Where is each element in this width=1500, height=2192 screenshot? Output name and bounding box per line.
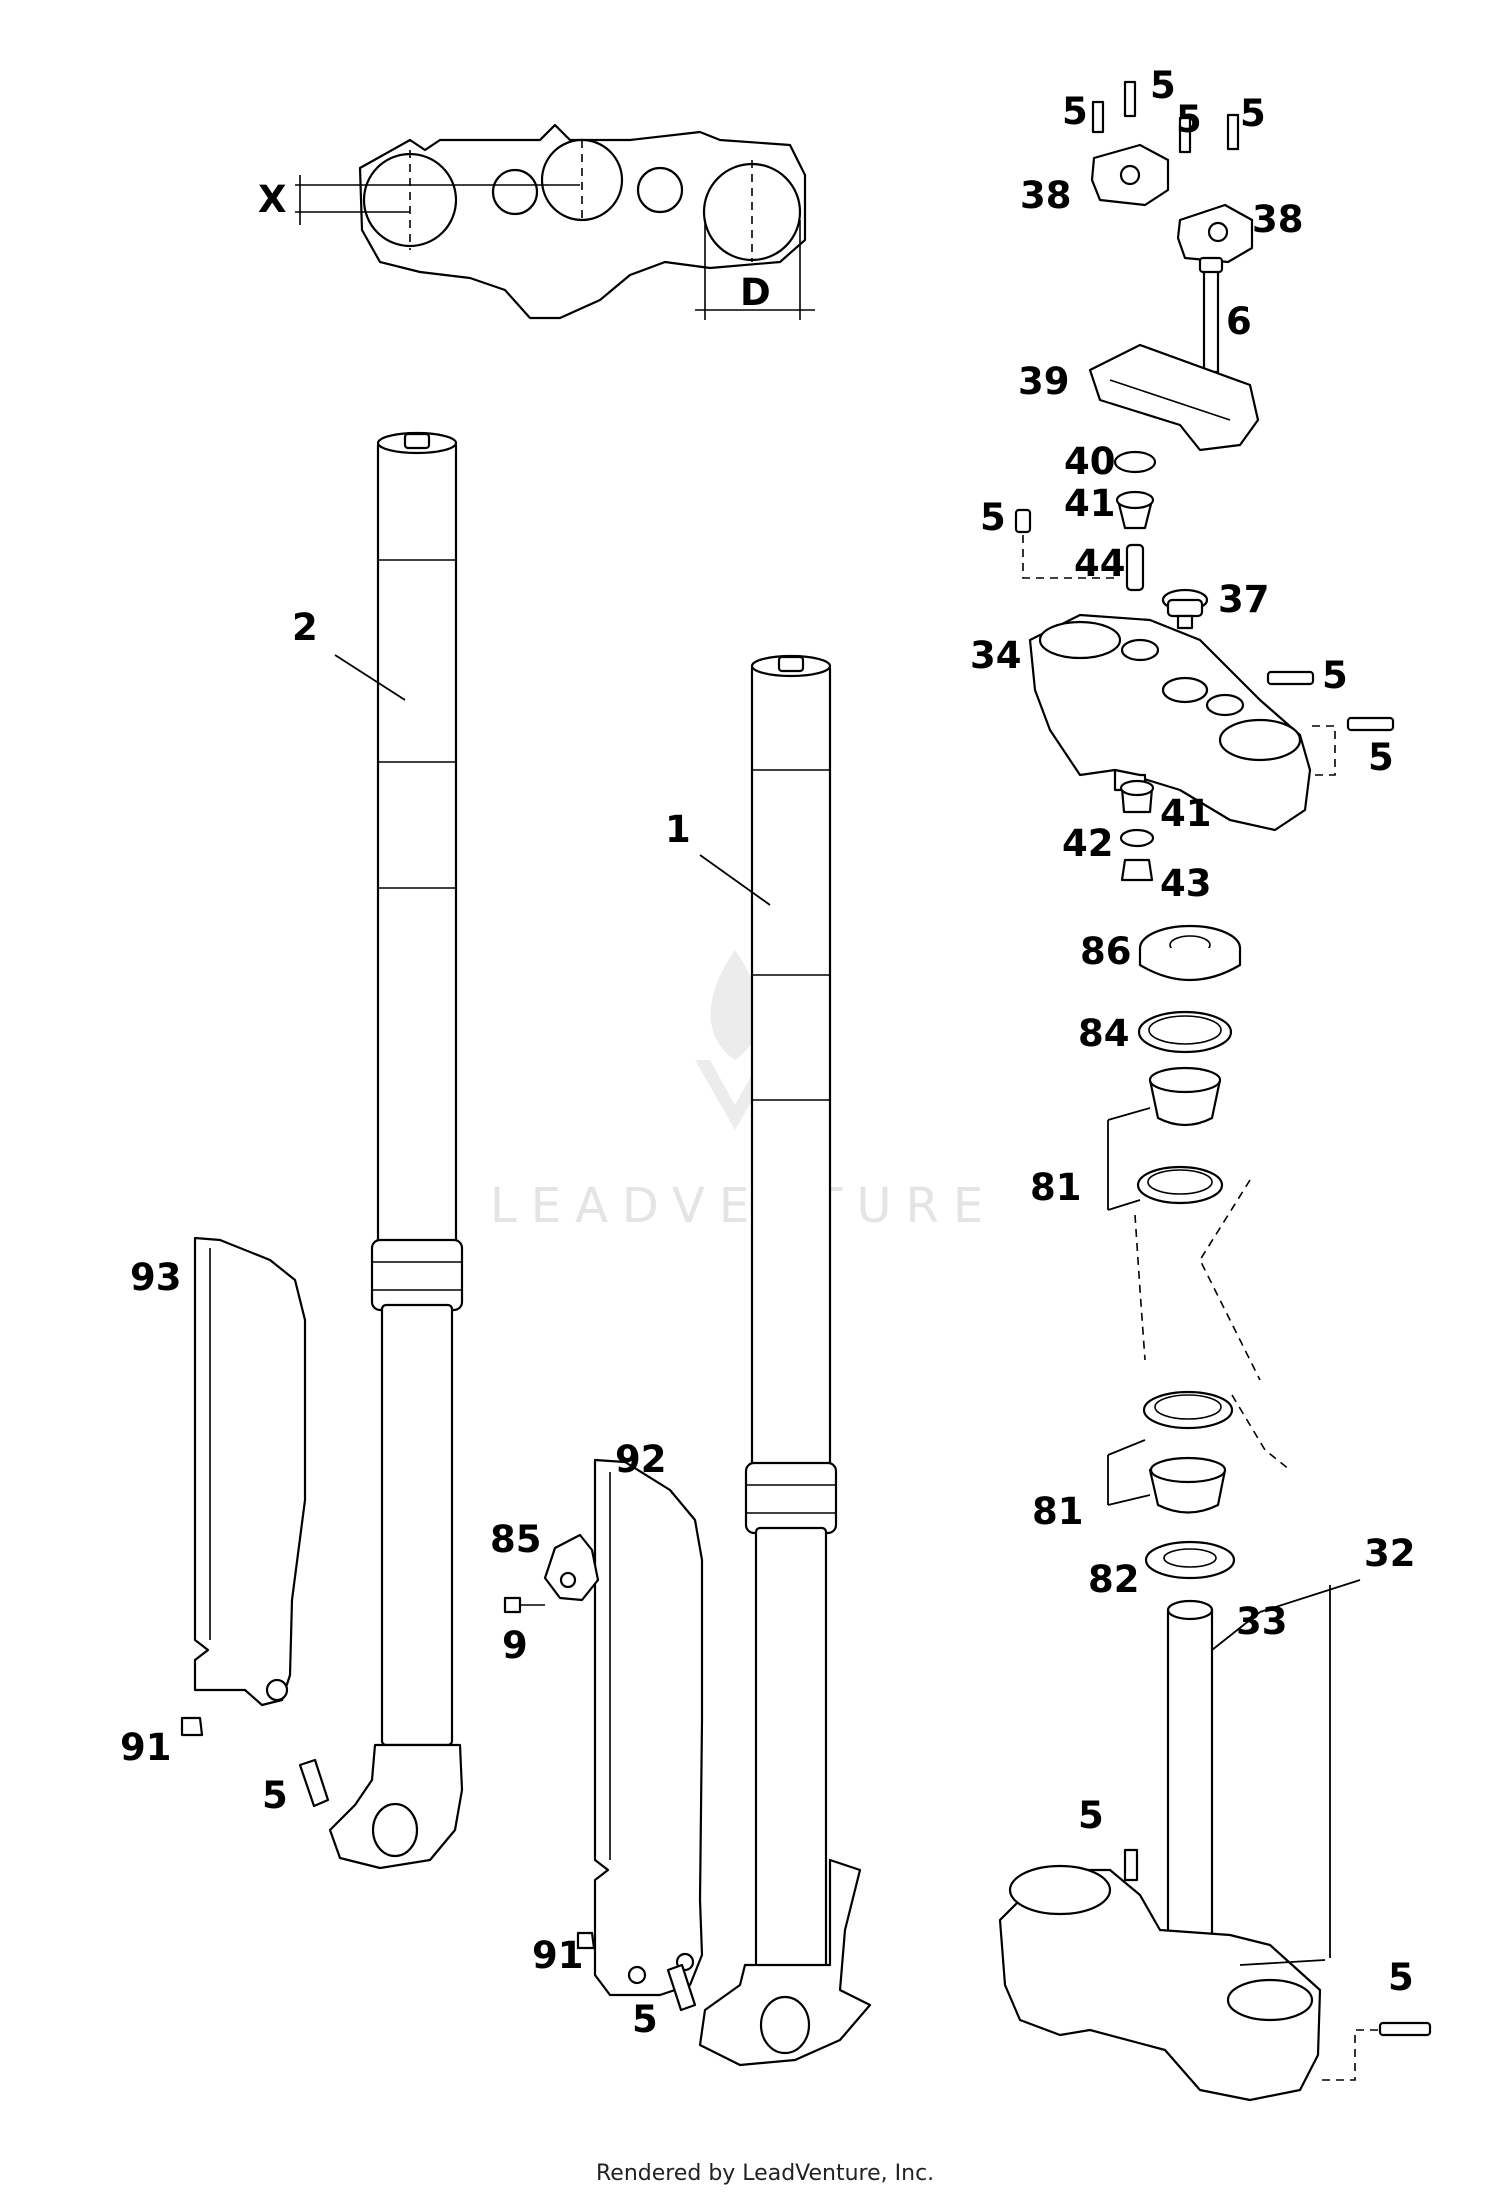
- callout-5: 5: [1150, 64, 1176, 107]
- callout-92: 92: [615, 1438, 667, 1481]
- plug-37: [1161, 588, 1209, 630]
- fork-guard-92: [593, 1458, 704, 1997]
- sleeve-44: [1125, 543, 1145, 592]
- callout-44: 44: [1074, 542, 1126, 585]
- callout-82: 82: [1088, 1558, 1140, 1601]
- steering-stem-33: [1166, 1599, 1214, 1947]
- callout-9: 9: [502, 1624, 528, 1667]
- dimension-d-label: D: [740, 271, 771, 314]
- callout-41: 41: [1064, 482, 1116, 525]
- fork-leg-2: [328, 431, 464, 1870]
- bearing-81-top: [1136, 1066, 1224, 1205]
- callout-43: 43: [1160, 862, 1212, 905]
- callout-84: 84: [1078, 1012, 1130, 1055]
- callout-91: 91: [532, 1934, 584, 1977]
- screws-left: [180, 1596, 697, 2012]
- handlebar-mount-39: [1088, 343, 1260, 452]
- callout-6: 6: [1226, 300, 1252, 343]
- bolt-6: [1198, 256, 1224, 374]
- nut-43: [1120, 858, 1154, 882]
- callout-32: 32: [1364, 1532, 1416, 1575]
- callout-5: 5: [1368, 736, 1394, 779]
- callout-5: 5: [1240, 92, 1266, 135]
- callout-39: 39: [1018, 360, 1070, 403]
- footer-credit: Rendered by LeadVenture, Inc.: [596, 2161, 934, 2186]
- callout-85: 85: [490, 1518, 542, 1561]
- callout-81: 81: [1032, 1490, 1084, 1533]
- callout-2: 2: [292, 606, 318, 649]
- callout-5: 5: [632, 1998, 658, 2041]
- callout-38: 38: [1020, 174, 1072, 217]
- callout-labels: 5 5 5 5 38 38 6 39 40 41 5 44 37 34 5 5 …: [120, 64, 1416, 2041]
- washer-40: [1113, 450, 1157, 474]
- callout-38: 38: [1252, 198, 1304, 241]
- fork-leg-1: [698, 654, 872, 2067]
- callout-42: 42: [1062, 822, 1114, 865]
- handlebar-clamps: [1090, 80, 1254, 264]
- callout-5: 5: [262, 1774, 288, 1817]
- callout-5: 5: [1062, 90, 1088, 133]
- callout-5: 5: [1322, 654, 1348, 697]
- callout-81: 81: [1030, 1166, 1082, 1209]
- clamp-dimension-view: X D: [258, 123, 815, 320]
- watermark: LEADVENTURE: [490, 950, 997, 1234]
- callout-34: 34: [970, 634, 1022, 677]
- screw-5-left-top: [1014, 508, 1115, 579]
- callout-1: 1: [665, 808, 691, 851]
- dimension-x-label: X: [258, 178, 287, 221]
- rubber-41-top: [1115, 490, 1155, 530]
- bearing-81-bottom: [1142, 1390, 1234, 1514]
- callout-86: 86: [1080, 930, 1132, 973]
- cable-clip-85: [543, 1533, 600, 1602]
- bottom-triple-clamp-32: [998, 1848, 1432, 2102]
- callout-37: 37: [1218, 578, 1270, 621]
- washer-42: [1119, 828, 1155, 848]
- rubber-41-bottom: [1119, 779, 1155, 814]
- callout-5: 5: [1176, 98, 1202, 141]
- callout-5: 5: [1078, 1794, 1104, 1837]
- callout-5: 5: [1388, 1956, 1414, 1999]
- callout-40: 40: [1064, 440, 1116, 483]
- seal-84: [1137, 1010, 1233, 1054]
- callout-33: 33: [1236, 1600, 1288, 1643]
- callout-91: 91: [120, 1726, 172, 1769]
- seal-82: [1144, 1540, 1236, 1580]
- callout-41: 41: [1160, 792, 1212, 835]
- fork-guard-93: [193, 1236, 307, 1707]
- callout-93: 93: [130, 1256, 182, 1299]
- seal-86: [1138, 924, 1242, 981]
- watermark-text: LEADVENTURE: [490, 1178, 997, 1234]
- screws-34: [1266, 670, 1395, 776]
- callout-5: 5: [980, 496, 1006, 539]
